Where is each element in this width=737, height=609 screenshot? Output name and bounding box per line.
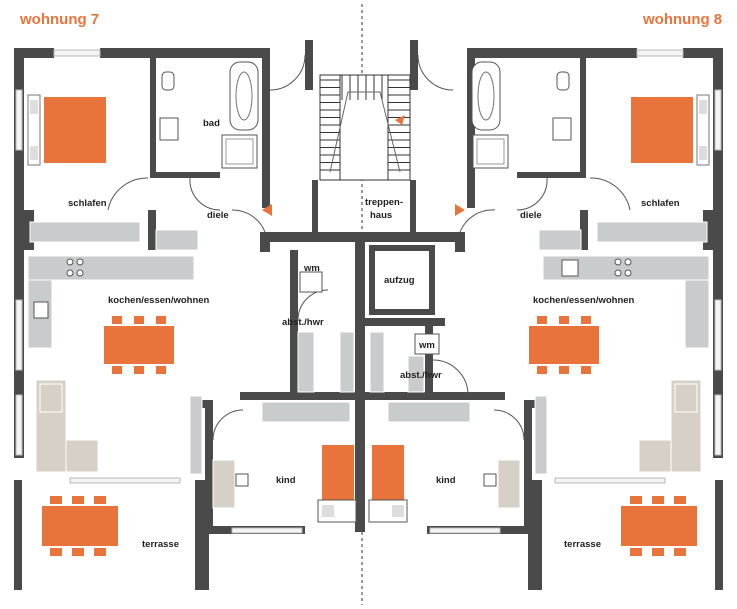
label-treppenhaus-1: treppen- xyxy=(365,197,403,208)
dining-table-left xyxy=(104,316,174,374)
shelf-left xyxy=(297,331,315,393)
arrow-left-icon xyxy=(262,204,272,216)
label-abst-right: abst./hwr xyxy=(400,370,442,381)
sofa-left xyxy=(35,379,99,473)
outer-walls xyxy=(14,40,723,590)
cabinet-left xyxy=(189,395,203,475)
terrace-left xyxy=(42,496,118,556)
wardrobe-left xyxy=(29,221,199,251)
washer-left xyxy=(299,271,323,293)
staircase xyxy=(319,74,411,181)
label-kind-left: kind xyxy=(276,475,296,486)
label-bad: bad xyxy=(203,118,220,129)
shelf-right xyxy=(369,331,385,393)
label-diele-left: diele xyxy=(207,210,229,221)
arrow-right-icon xyxy=(455,204,465,216)
label-schlafen-left: schlafen xyxy=(68,198,107,209)
kitchen-right xyxy=(542,255,710,349)
label-diele-right: diele xyxy=(520,210,542,221)
shelf-left-2 xyxy=(339,331,355,393)
bed-left xyxy=(27,94,106,166)
kitchen-left xyxy=(27,255,195,349)
dining-table-right xyxy=(529,316,599,374)
label-wm-left: wm xyxy=(303,263,320,274)
kind-room-right xyxy=(368,401,521,523)
label-terrasse-left: terrasse xyxy=(142,539,179,550)
bed-right xyxy=(631,94,710,166)
label-aufzug: aufzug xyxy=(384,275,415,286)
label-wm-right: wm xyxy=(418,340,435,351)
label-kochen-left: kochen/essen/wohnen xyxy=(108,295,210,306)
bathroom-left xyxy=(159,61,259,169)
label-schlafen-right: schlafen xyxy=(641,198,680,209)
unit-title-right: wohnung 8 xyxy=(642,11,722,28)
terrace-right xyxy=(621,496,697,556)
elevator xyxy=(369,245,435,315)
label-treppenhaus-2: haus xyxy=(370,210,392,221)
windows xyxy=(15,49,722,534)
label-abst-left: abst./hwr xyxy=(282,317,324,328)
label-terrasse-right: terrasse xyxy=(564,539,601,550)
label-kind-right: kind xyxy=(436,475,456,486)
bathroom-right xyxy=(471,61,572,169)
sofa-right xyxy=(638,379,702,473)
shelf-right-2 xyxy=(407,355,425,393)
wardrobe-right xyxy=(538,221,708,251)
kind-room-left xyxy=(212,401,357,523)
washer-right xyxy=(414,333,440,355)
doors xyxy=(107,54,631,441)
unit-title-left: wohnung 7 xyxy=(19,11,99,28)
cabinet-right xyxy=(534,395,548,475)
label-kochen-right: kochen/essen/wohnen xyxy=(533,295,635,306)
